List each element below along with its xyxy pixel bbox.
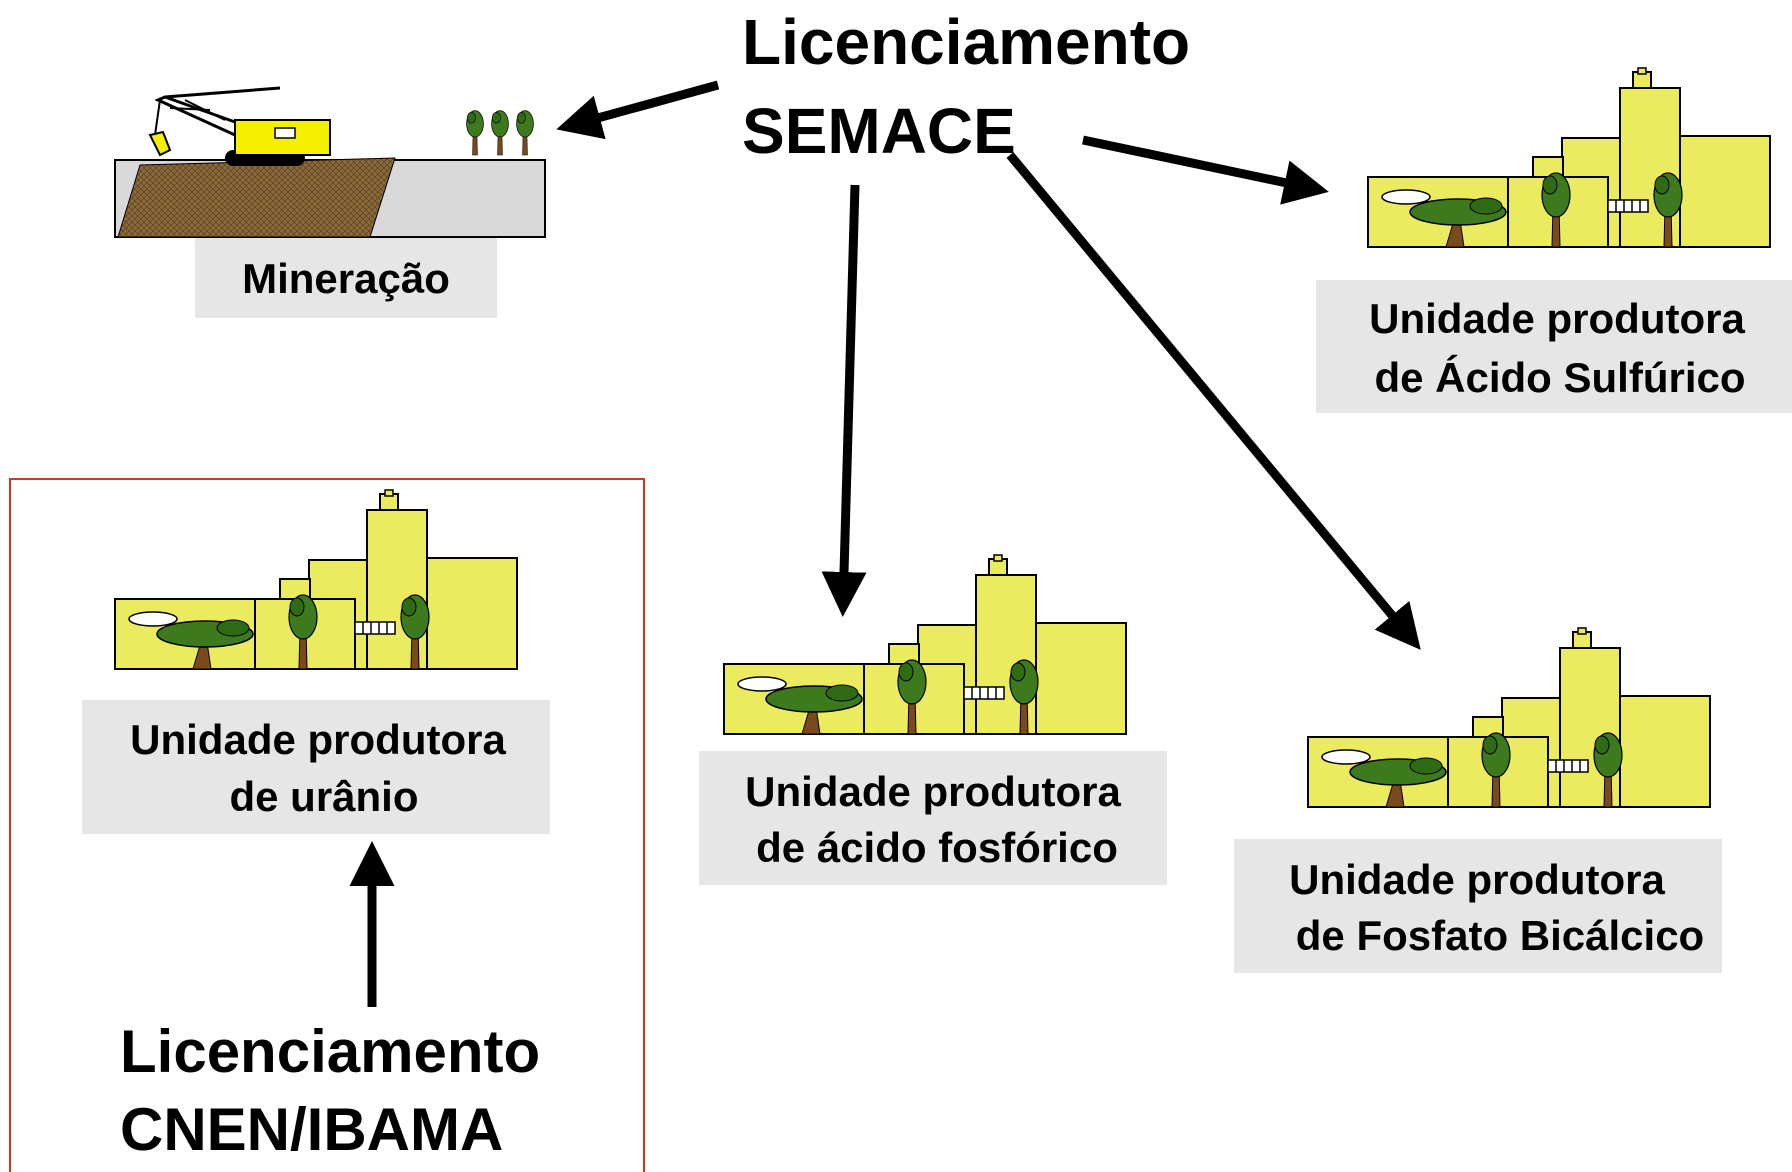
factory-icon: [724, 555, 1126, 734]
dicalcium-label-box: [1234, 839, 1722, 973]
arrow-to-dicalcium: [1006, 152, 1421, 650]
factory-icon: [1308, 628, 1710, 807]
sulfuric-label-line1: Unidade produtora: [1369, 295, 1745, 342]
factory-icon: [115, 490, 517, 669]
arrow-to-sulfuric: [1082, 135, 1329, 205]
arrow-to-mining: [556, 80, 720, 140]
mining-label: Mineração: [242, 255, 450, 302]
cnen-licensing-title-line2: CNEN/IBAMA: [120, 1096, 503, 1163]
cnen-licensing-title-line1: Licenciamento: [120, 1018, 540, 1085]
mining-label-box: [195, 238, 497, 318]
dicalcium-label-line2: de Fosfato Bicálcico: [1296, 912, 1704, 959]
tree-icon: [466, 110, 534, 156]
sulfuric-label-line2: de Ácido Sulfúrico: [1374, 354, 1745, 401]
cnen-frame: [9, 478, 645, 1172]
dicalcium-label-line1: Unidade produtora: [1289, 856, 1665, 903]
semace-licensing-title-line2: SEMACE: [742, 95, 1016, 167]
phosphoric-label-line2: de ácido fosfórico: [756, 824, 1118, 871]
uranium-label-box: [82, 700, 550, 834]
mining-illustration: [114, 86, 546, 238]
phosphoric-label-line1: Unidade produtora: [745, 768, 1121, 815]
semace-licensing-title-line1: Licenciamento: [742, 6, 1190, 78]
licensing-arrows: [349, 80, 1421, 1007]
arrow-to-phosphoric: [821, 184, 867, 617]
factory-icon: [1368, 68, 1770, 247]
phosphoric-label-box: [699, 751, 1167, 885]
uranium-label-line1: Unidade produtora: [130, 716, 506, 763]
uranium-label-line2: de urânio: [229, 773, 418, 820]
sulfuric-label-box: [1316, 280, 1792, 413]
